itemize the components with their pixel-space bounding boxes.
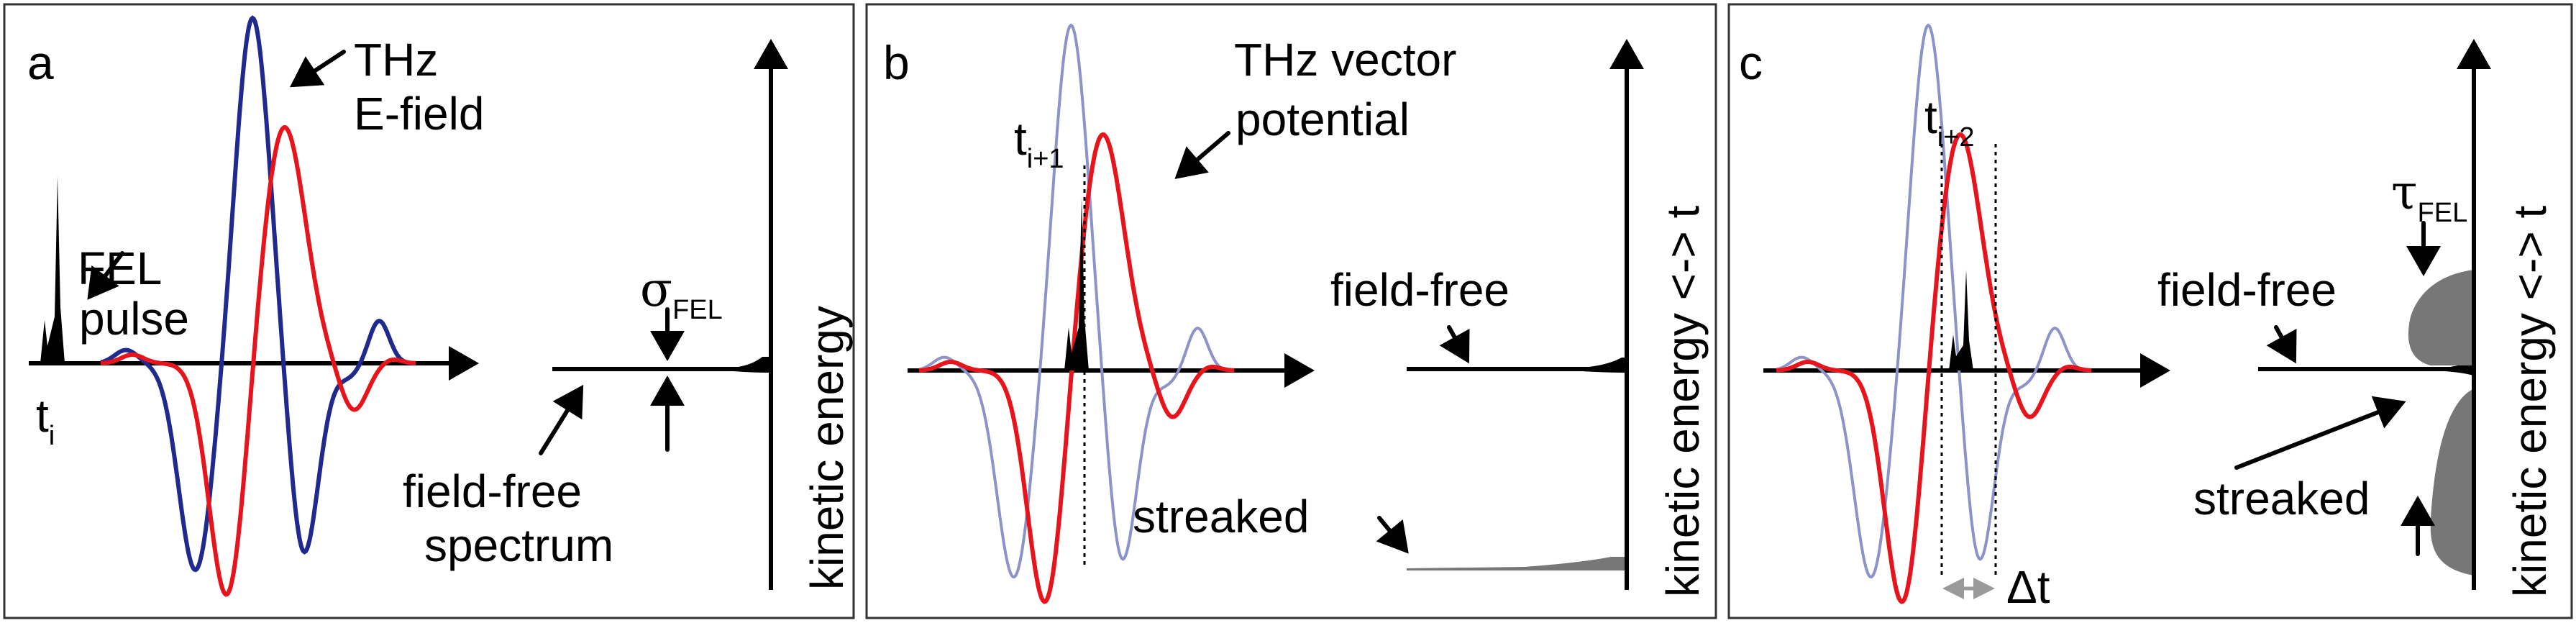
panel-b-letter: b [883,36,910,89]
panel-b-thz-efield-faded-curve [918,23,1235,579]
panel-b-streaked-arrow [1376,516,1409,554]
panel-c-thz-vector-curve [1776,132,2092,604]
panel-a-fieldfree-label-1: field-free [403,465,582,517]
panel-b-thz-vector-curve [918,132,1235,604]
panel-a-thz-label-1: THz [354,34,438,86]
panel-a-thz-arrow [289,50,346,88]
panel-c-streaked-lower-lobe [2430,388,2474,576]
panel-c-fel-pulse [1949,270,1973,370]
panel-a-fel-arrow [87,251,124,300]
panel-a-field-free-spectrum [552,357,769,373]
panel-a-t-label: ti [36,390,55,451]
panel-b-streaked-label: streaked [1133,491,1309,542]
panel-b-t-label: ti+1 [1014,113,1064,174]
panel-b-thz-label-1: THz vector [1234,34,1456,86]
panel-c: c ti+2 Δt kinetic energy <-> t τFEL fiel… [1727,3,2573,619]
panel-a-letter: a [27,36,54,89]
panel-c-streaked-label: streaked [2193,473,2370,524]
panel-a-thz-vector-curve [100,125,416,597]
panel-a-energy-axis-label: kinetic energy [801,306,853,590]
panel-a-fel-label-1: FEL [78,242,162,294]
panel-a-sigma-label: σFEL [640,262,723,325]
panel-b: b ti+1 THz vector potential kinetic ener… [865,3,1717,619]
panel-a-fieldfree-label-2: spectrum [424,519,613,571]
panel-a: a FEL pulse THz E-field ti kinetic energ… [3,3,855,619]
panel-c-thz-efield-faded-curve [1776,23,2092,579]
panel-b-fieldfree-label: field-free [1330,264,1509,316]
panel-c-energy-axis-label: kinetic energy <-> t [2504,206,2556,598]
panel-c-tau-label: τFEL [2391,165,2467,228]
panel-b-fieldfree-arrow [1439,325,1470,364]
panel-b-energy-axis-label: kinetic energy <-> t [1657,206,1709,598]
panel-c-fieldfree-arrow [2266,325,2297,364]
panel-b-thz-label-2: potential [1236,94,1410,145]
panel-c-streaked-upper-lobe [2408,270,2474,365]
panel-c-letter: c [1739,36,1763,89]
panel-b-thz-arrow [1174,131,1230,179]
panel-b-field-free-spectrum [1407,358,1627,373]
panel-a-thz-efield-curve [100,15,416,573]
panel-b-streaked-spectrum [1407,557,1627,570]
panel-b-fel-pulse [1064,198,1089,370]
panel-c-streaked-arrow [2234,396,2406,470]
panel-c-t-label: ti+2 [1924,91,1975,153]
panel-a-spectrum-arrow [539,384,584,455]
panel-c-fieldfree-label: field-free [2157,264,2337,316]
panel-a-fel-label-2: pulse [79,293,189,345]
panel-c-delta-label: Δt [2006,561,2050,613]
panel-a-thz-label-2: E-field [354,88,484,140]
panel-a-fel-pulse [40,176,65,363]
